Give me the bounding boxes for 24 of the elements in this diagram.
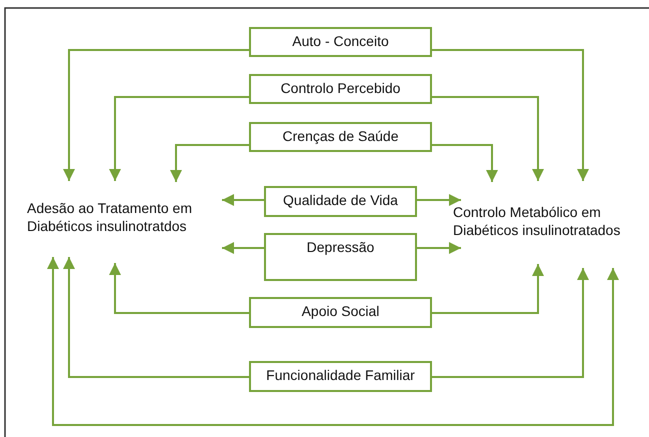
factor-box: Funcionalidade Familiar	[249, 361, 432, 392]
arrow	[432, 96, 544, 181]
factor-box: Crenças de Saúde	[249, 122, 432, 152]
arrow	[109, 263, 249, 314]
arrow	[417, 194, 461, 206]
factor-box: Apoio Social	[249, 297, 432, 328]
factor-box: Qualidade de Vida	[264, 186, 417, 217]
factor-box: Controlo Percebido	[249, 74, 432, 104]
arrow	[432, 264, 544, 314]
outcome-label: Adesão ao Tratamento em Diabéticos insulinotratdos	[27, 199, 207, 235]
arrow	[432, 268, 589, 378]
factor-box: Auto - Conceito	[249, 27, 432, 57]
arrow	[222, 194, 264, 206]
arrow	[63, 49, 249, 181]
outcome-label: Controlo Metabólico em Diabéticos insulinotratados	[453, 203, 643, 239]
arrow	[109, 96, 249, 181]
arrow	[432, 144, 498, 182]
arrow	[63, 257, 249, 378]
arrow	[432, 49, 589, 181]
arrow	[47, 257, 619, 426]
arrow	[417, 242, 461, 254]
factor-box: Depressão	[264, 233, 417, 281]
arrow	[222, 242, 264, 254]
arrow	[170, 144, 249, 182]
